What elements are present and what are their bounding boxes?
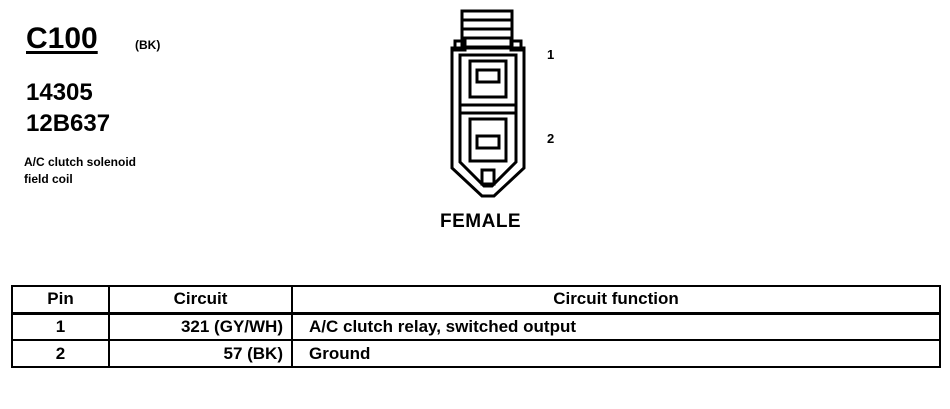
table-cell-pin: 2 [11,339,110,368]
part-number-2: 12B637 [26,110,111,137]
connector-face-diagram [450,9,526,198]
pin-cavity-1 [468,59,508,99]
pin-table: Pin Circuit Circuit function 1 321 (GY/W… [11,285,941,368]
table-cell-pin: 1 [11,311,110,341]
connector-housing [450,39,526,198]
connector-latch [460,9,514,49]
header-circuit: Circuit [108,285,293,314]
table-cell-function: A/C clutch relay, switched output [291,311,941,341]
table-cell-circuit: 57 (BK) [108,339,293,368]
header-circuit-function: Circuit function [291,285,941,314]
pin-cavity-2 [468,117,508,163]
connector-description: A/C clutch solenoid field coil [24,155,137,186]
table-cell-function: Ground [291,339,941,368]
pin-label-1: 1 [547,47,555,62]
table-row: 1 321 (GY/WH) A/C clutch relay, switched… [11,311,941,341]
connector-color: (BK) [135,38,161,52]
pin-table-header-row: Pin Circuit Circuit function [11,285,941,314]
table-cell-circuit: 321 (GY/WH) [108,311,293,341]
table-row: 2 57 (BK) Ground [11,339,941,368]
pin-label-2: 2 [547,131,555,146]
connector-gender-label: FEMALE [440,211,522,232]
connector-id: C100 [26,22,98,55]
header-pin: Pin [11,285,110,314]
part-number-1: 14305 [26,79,93,106]
